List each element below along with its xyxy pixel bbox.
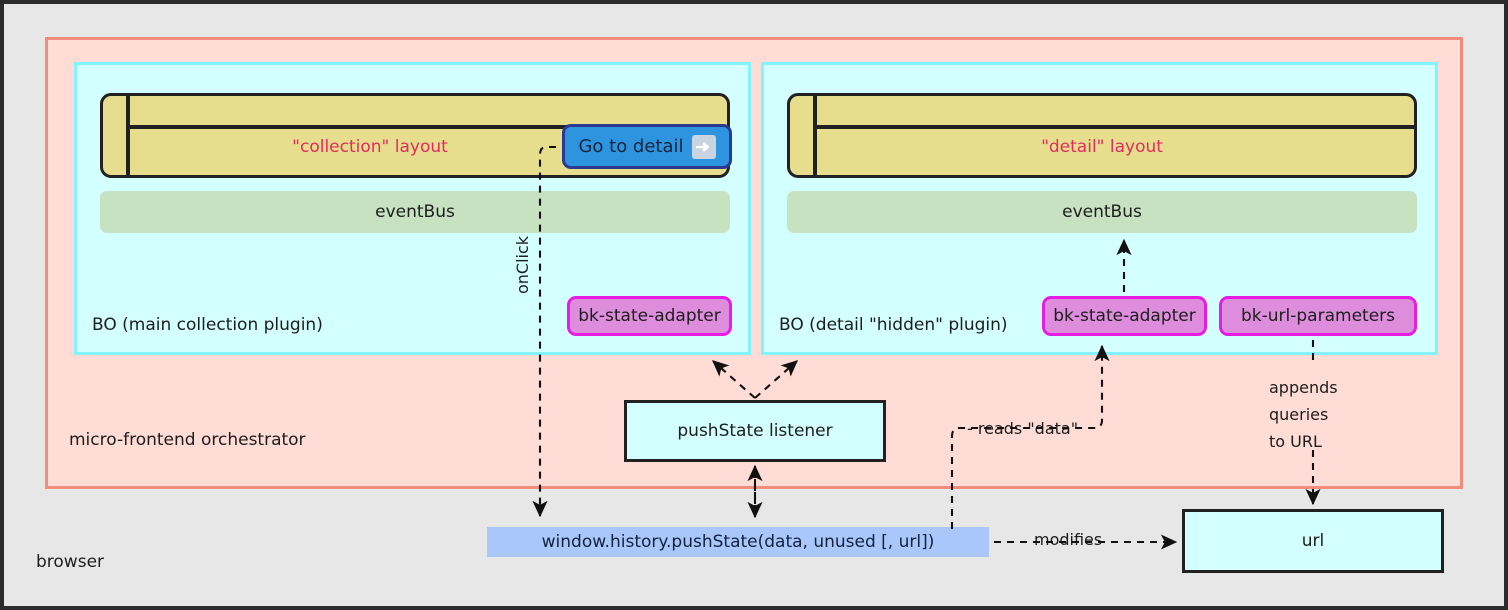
edge-label-onclick: onClick: [513, 235, 532, 294]
url-node: url: [1182, 509, 1444, 573]
bk-url-parameters: bk-url-parameters: [1219, 296, 1417, 336]
go-to-detail-button[interactable]: Go to detail: [562, 124, 732, 169]
layout-wireframe-detail: "detail" layout: [787, 93, 1417, 178]
layout-header-divider: [126, 125, 727, 129]
bo-panel-collection-label: BO (main collection plugin): [92, 315, 323, 335]
layout-title-collection: "collection" layout: [292, 137, 448, 157]
pushstate-listener-node: pushState listener: [624, 400, 886, 462]
edge-label-modifies: modifies: [1034, 530, 1103, 549]
bk-state-adapter-detail: bk-state-adapter: [1042, 296, 1207, 336]
go-to-detail-label: Go to detail: [578, 136, 684, 157]
edge-label-reads-data: - reads "data": [967, 419, 1079, 438]
arrow-right-icon: [691, 134, 716, 159]
edge-label-appends-line1: appends: [1269, 378, 1338, 397]
edge-label-appends-line2: queries: [1269, 405, 1329, 424]
layout-wireframe-collection: "collection" layout Go to detail: [100, 93, 732, 178]
browser-layer-label: browser: [36, 552, 105, 572]
layout-sidebar-divider: [126, 96, 130, 175]
eventbus-collection: eventBus: [100, 191, 730, 233]
pushstate-api-bar: window.history.pushState(data, unused [,…: [487, 527, 989, 557]
orchestrator-label: micro-frontend orchestrator: [69, 430, 306, 450]
layout-header-divider: [813, 125, 1414, 129]
layout-sidebar-divider: [813, 96, 817, 175]
edge-label-appends-line3: to URL: [1269, 432, 1322, 451]
bo-panel-detail-label: BO (detail "hidden" plugin): [779, 315, 1008, 335]
eventbus-detail: eventBus: [787, 191, 1417, 233]
edge-label-appends: appends queries to URL: [1269, 374, 1338, 455]
bk-state-adapter-collection: bk-state-adapter: [567, 296, 732, 336]
layout-title-detail: "detail" layout: [1041, 137, 1163, 157]
